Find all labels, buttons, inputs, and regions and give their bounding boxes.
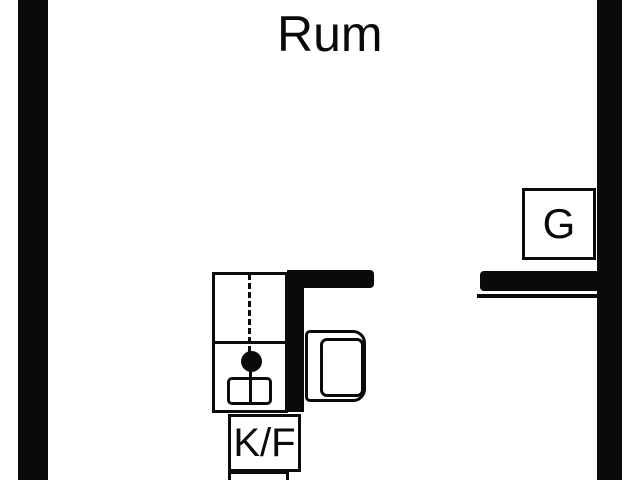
fridge-freezer-box: K/F bbox=[228, 414, 301, 472]
partition-wall-underline bbox=[477, 294, 597, 298]
closet-box: G bbox=[522, 188, 596, 260]
kitchen-wall-vertical bbox=[287, 270, 304, 412]
counter-centerline bbox=[248, 274, 251, 352]
sink-drain-symbol bbox=[241, 351, 262, 372]
kitchen-wall-horizontal bbox=[287, 270, 374, 288]
room-label: Rum bbox=[277, 6, 383, 62]
fridge-freezer-label: K/F bbox=[233, 420, 296, 465]
partition-wall bbox=[480, 271, 597, 291]
lower-cabinet-box bbox=[228, 471, 289, 480]
armchair-seat bbox=[320, 338, 364, 397]
left-wall bbox=[18, 0, 48, 480]
sink-stem-line bbox=[249, 370, 252, 405]
closet-label: G bbox=[542, 200, 576, 247]
right-wall bbox=[597, 0, 622, 480]
sink-basin bbox=[227, 377, 272, 405]
